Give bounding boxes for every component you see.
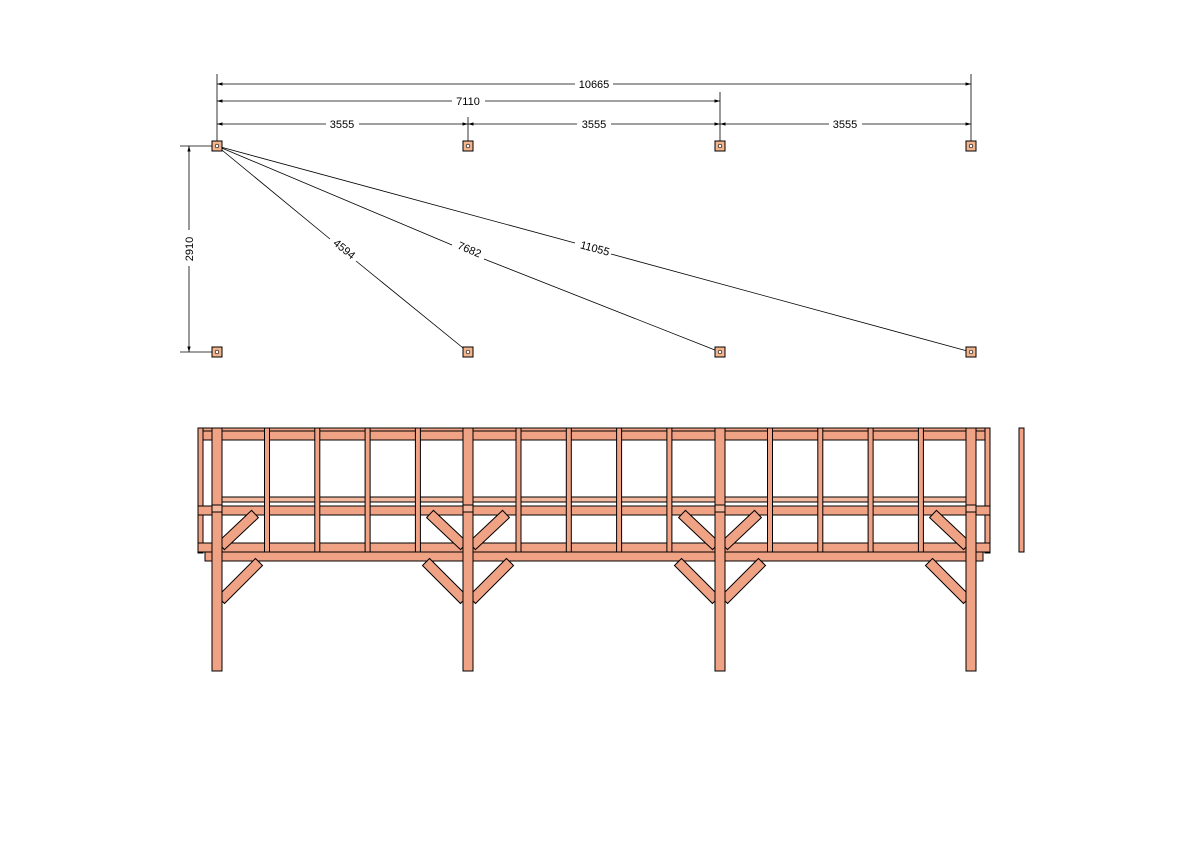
post (211, 427, 223, 672)
post (965, 427, 977, 672)
middle-rail (197, 505, 991, 516)
post-footing (211, 346, 223, 358)
dimension-spans: 3555 3555 3555 (217, 119, 971, 131)
post-footing (714, 140, 726, 152)
dim-label-span-1: 3555 (330, 119, 354, 131)
post (462, 427, 474, 672)
rafter (264, 427, 270, 553)
rafter (867, 427, 874, 553)
dimension-2910: 2910 (184, 146, 196, 352)
dim-label-span-3: 3555 (833, 119, 857, 131)
connector (211, 504, 223, 513)
dim-label-span-2: 3555 (582, 119, 606, 131)
rafter (666, 427, 673, 553)
brace (719, 557, 767, 605)
end-frame-left (197, 427, 204, 554)
post-footing (462, 346, 474, 358)
rafter (817, 427, 824, 553)
brace (673, 557, 721, 605)
dim-label-10665: 10665 (579, 79, 610, 91)
dimension-10665: 10665 (217, 79, 971, 91)
rafters (264, 427, 1025, 553)
brace (216, 557, 264, 605)
posts (211, 427, 977, 672)
post (714, 427, 726, 672)
rafter (515, 427, 522, 553)
post-footing (965, 346, 977, 358)
rafter (767, 427, 773, 553)
post-footings (211, 140, 977, 358)
rafter (1018, 427, 1025, 553)
rafter (917, 427, 924, 553)
post-footing (462, 140, 474, 152)
brace (421, 557, 469, 605)
brace (467, 557, 515, 605)
rafter (364, 427, 371, 553)
connector (462, 504, 474, 513)
post-footing (714, 346, 726, 358)
rafter (616, 427, 623, 553)
post-connectors (211, 504, 977, 513)
elevation-view (197, 427, 1025, 672)
middle-rail-top (218, 496, 972, 503)
dim-label-7110: 7110 (456, 96, 480, 108)
brace (924, 557, 972, 605)
diagonal-dimensions: 4594 7682 11055 (216, 145, 972, 353)
dim-label-2910: 2910 (184, 237, 196, 261)
post-footing (211, 140, 223, 152)
dimension-7110: 7110 (217, 96, 720, 108)
connector (714, 504, 726, 513)
post-footing (965, 140, 977, 152)
diagonal-label-4594: 4594 (331, 237, 358, 262)
braces (216, 509, 972, 605)
diagonal-label-7682: 7682 (456, 240, 483, 261)
connector (965, 504, 977, 513)
end-frame-right (984, 427, 991, 554)
rafter (414, 427, 421, 553)
rafter (314, 427, 321, 553)
rafter (565, 427, 572, 553)
diagonal-label-11055: 11055 (579, 239, 611, 258)
plan-view: 10665 7110 3555 3555 3555 2910 (180, 74, 977, 358)
bottom-beam (204, 551, 984, 562)
